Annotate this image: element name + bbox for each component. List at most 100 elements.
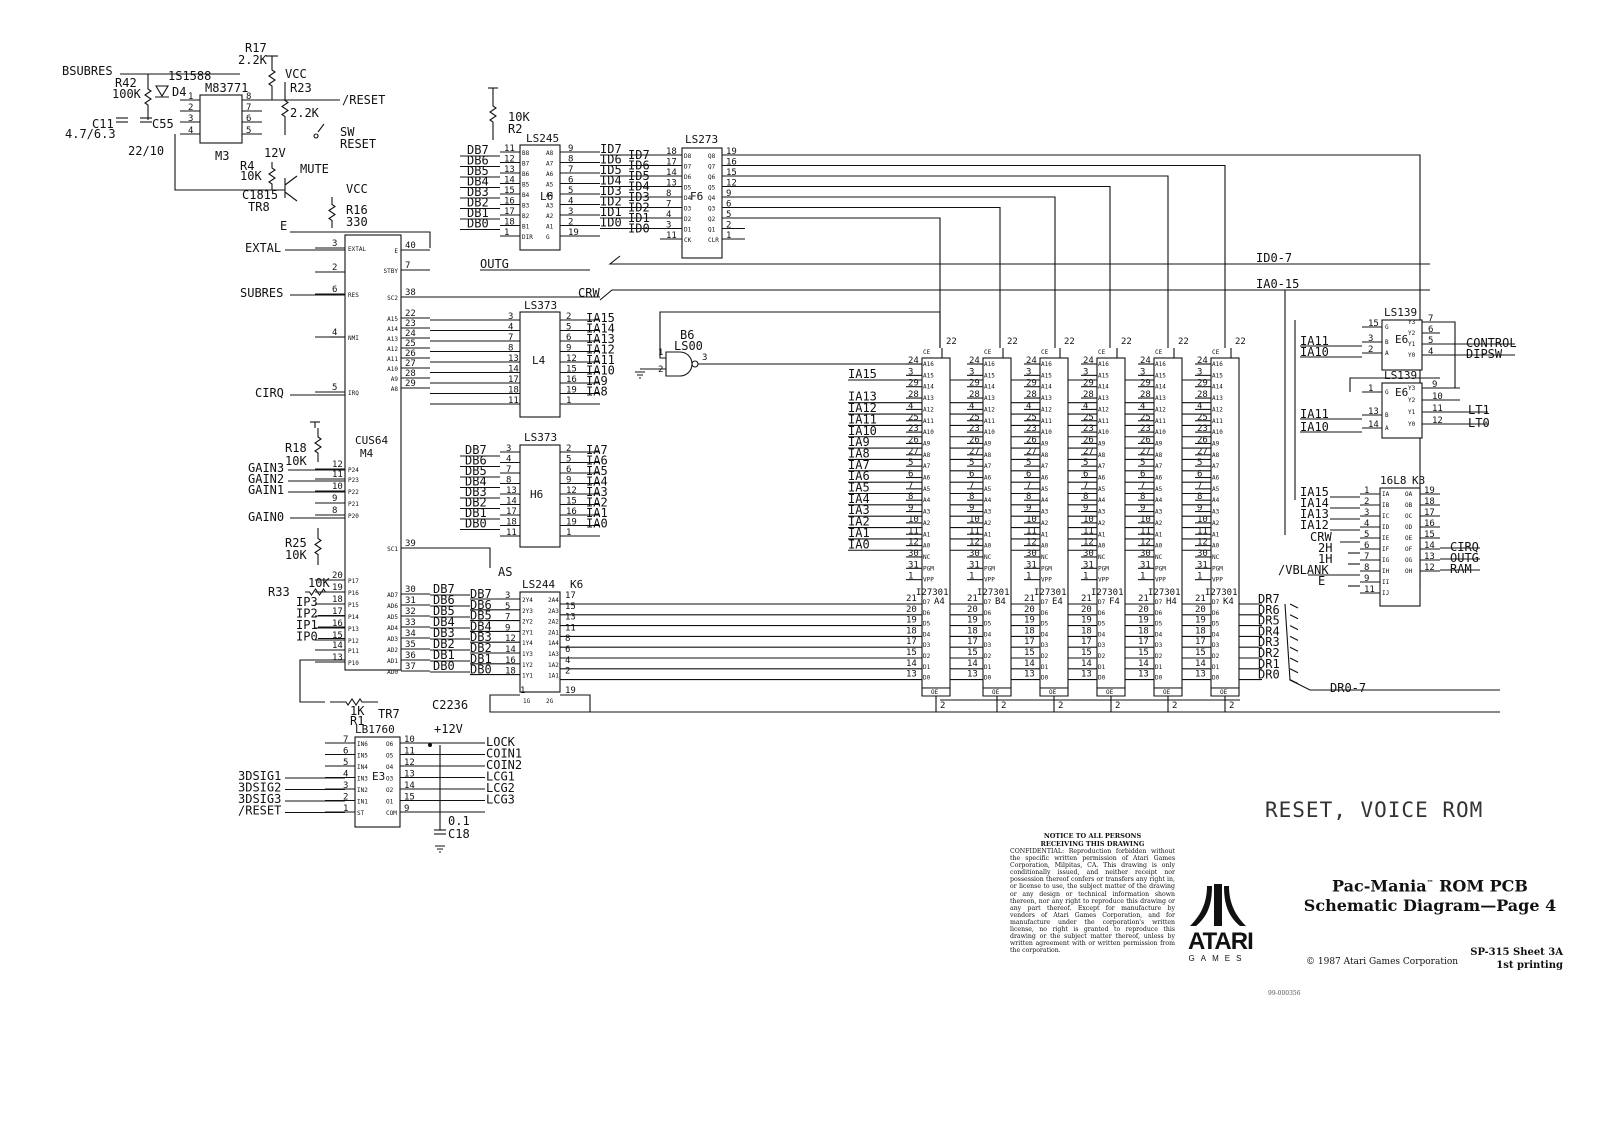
rom-data-output: DR3: [1258, 635, 1280, 649]
rom-pin-number: 9: [1197, 504, 1202, 514]
ls244-input: DB4: [470, 619, 492, 633]
pal-in-name: IB: [1382, 502, 1390, 509]
rom-pin-name: VPP: [1041, 577, 1052, 584]
cpu-pin-number: 32: [405, 607, 416, 617]
cpu-pin-number: 20: [332, 571, 343, 581]
ls245-output: ID5: [600, 163, 622, 177]
ls139-b-ref: E6: [1395, 386, 1408, 399]
lb1760-pin-name: COM: [386, 810, 397, 817]
rom-data-name: D4: [1098, 631, 1106, 638]
cpu-pin-name: IRQ: [348, 390, 359, 397]
rom-data-name: D1: [923, 664, 931, 671]
pal-in-pin: 3: [1364, 508, 1369, 518]
ls244-pin-number: 2: [565, 667, 570, 677]
m3-out: [174, 134, 285, 191]
r16-label: R16: [346, 203, 368, 217]
rom-oe-label: OE: [1106, 689, 1114, 696]
rom-pin-name: NC: [923, 554, 931, 561]
rom-pin-name: PGM: [1212, 565, 1223, 572]
pal-in-name: ID: [1382, 524, 1390, 531]
m3-pin-number: 6: [246, 114, 251, 124]
rom-pin-name: A10: [1041, 429, 1052, 436]
pal-input: IA13: [1300, 507, 1329, 521]
transistor-symbol: [284, 175, 298, 202]
ls139-b-pin-name: B: [1385, 412, 1389, 419]
rom-data-name: D0: [1212, 675, 1220, 682]
ls273-pin-number: 16: [726, 158, 737, 168]
cpu-pin-name: STBY: [384, 268, 399, 275]
cpu-pin-number: 39: [405, 539, 416, 549]
ls273-pin-name: CK: [684, 237, 692, 244]
rom-part-number: I27301: [1205, 588, 1238, 598]
pal-out-name: OB: [1405, 502, 1413, 509]
rom-pin-number: 23: [1083, 424, 1094, 434]
lb1760-pin-name: O4: [386, 764, 394, 771]
ls373-h6-pin-number: 11: [506, 528, 517, 538]
rom-pin-number: 25: [1083, 413, 1094, 423]
rom-pin-number: 4: [1026, 401, 1031, 411]
rom-address-input: IA9: [848, 435, 870, 449]
rom-pin-number: 12: [1140, 538, 1151, 548]
pal-out-pin: 18: [1424, 497, 1435, 507]
rom-data-name: D1: [984, 664, 992, 671]
cpu-pin-name: AD5: [387, 614, 398, 621]
rom-pin-number: 1: [1197, 572, 1202, 582]
ls273-pin-number: 15: [726, 168, 737, 178]
rom-oe-pin: 2: [1229, 701, 1234, 711]
ls00-pin-3: 3: [702, 353, 707, 363]
rom-pin-number: 7: [969, 481, 974, 491]
ls373-l4-output: IA15: [586, 311, 615, 325]
rom-pin-name: A3: [984, 509, 992, 516]
cpu-pin-name: AD1: [387, 658, 398, 665]
cpu-pin-name: A15: [387, 316, 398, 323]
rom-oe-tab: [1039, 687, 1069, 697]
ls245-ref: L6: [540, 190, 553, 203]
r2-resistor: [489, 88, 497, 140]
rom-pin-number: 6: [908, 470, 913, 480]
rom-pin-number: 23: [1197, 424, 1208, 434]
ls245-pin-number: 9: [568, 144, 573, 154]
rom-ce-label: CE: [1155, 349, 1163, 356]
rom-pin-number: 28: [969, 390, 980, 400]
rom-pin-name: A14: [1098, 384, 1109, 391]
ls139-b-pin: 10: [1432, 392, 1443, 402]
rom-pin-number: 24: [1140, 356, 1151, 366]
ls00-gate: [665, 351, 693, 377]
rom-pin-name: A9: [923, 440, 931, 447]
m3-pin-number: 1: [188, 92, 193, 102]
rom-pin-number: 25: [1140, 413, 1151, 423]
gain-input: GAIN3: [248, 461, 284, 475]
rom-pin-name: A4: [1212, 497, 1220, 504]
cpu-pin-name: A13: [387, 336, 398, 343]
ls273-pin-name: D6: [684, 174, 692, 181]
ls244-pin-number: 11: [565, 623, 576, 633]
rom-pin-name: A13: [1041, 395, 1052, 402]
switch-symbol: [313, 123, 325, 139]
ls373-h6-output: IA5: [586, 464, 608, 478]
rom-data-name: D3: [984, 642, 992, 649]
rom-pin-number: 26: [1083, 435, 1094, 445]
r23-resistor: [281, 82, 289, 135]
ls245-output: ID1: [600, 205, 622, 219]
ls245-output: ID7: [600, 142, 622, 156]
rom-oe-tab: [1210, 687, 1240, 697]
rom-pin-number: 25: [969, 413, 980, 423]
rom-oe-pin: 2: [1058, 701, 1063, 711]
cirq-output: CIRQ: [1450, 540, 1479, 554]
rom-chip-F4: [1096, 357, 1126, 689]
rom-data-name: D1: [1098, 664, 1106, 671]
rom-data-name: D3: [1041, 642, 1049, 649]
rom-pin-number: 10: [1083, 515, 1094, 525]
rom-pin-number: 6: [1140, 470, 1145, 480]
cpu-ref: M4: [360, 447, 374, 460]
rom-data-pin: 19: [1195, 616, 1206, 626]
ls373-h6-pin-number: 15: [566, 497, 577, 507]
bus-entry: [1289, 614, 1299, 620]
ls245-input: DB3: [467, 185, 489, 199]
ls139-b-input: IA11: [1300, 407, 1329, 421]
rom-pin-number: 12: [1026, 538, 1037, 548]
rom-pin-number: 7: [1197, 481, 1202, 491]
rom-pin-name: A7: [1041, 463, 1049, 470]
gain-input: GAIN1: [248, 483, 284, 497]
rom-pin-name: A7: [923, 463, 931, 470]
